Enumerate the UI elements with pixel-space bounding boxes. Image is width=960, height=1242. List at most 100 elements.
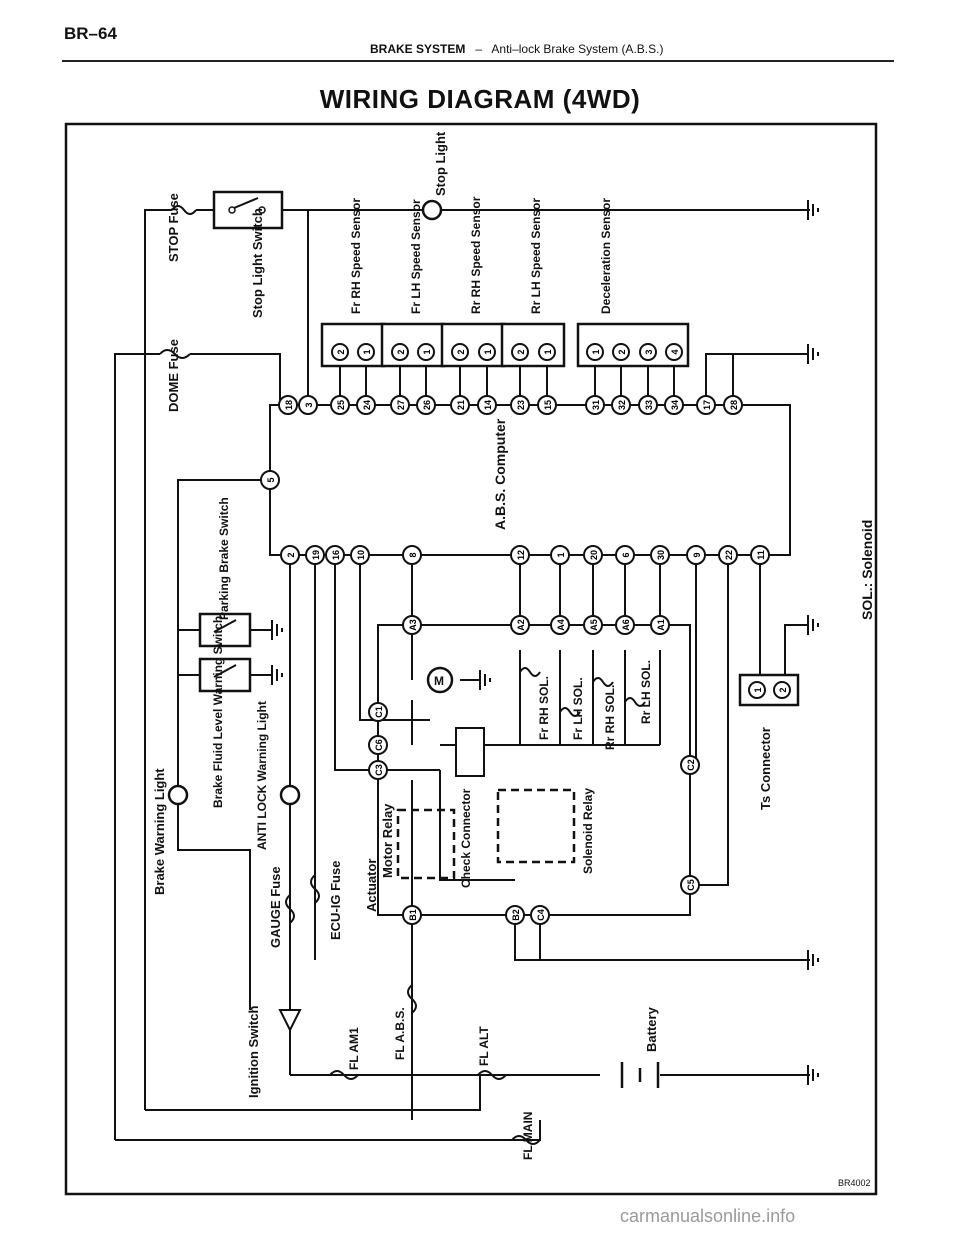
pin-label: 2 xyxy=(778,687,788,692)
coil-fr-rh xyxy=(519,667,541,677)
pin-label: 2 xyxy=(516,349,526,354)
pin-terminal: A5 xyxy=(583,615,603,635)
pin-label: A6 xyxy=(621,619,631,631)
wire-sensor-fr-lh xyxy=(399,366,427,400)
pin-circle xyxy=(583,615,603,635)
pin-terminal: A2 xyxy=(510,615,530,635)
wire-ground-mid xyxy=(807,344,819,364)
pin-circle xyxy=(696,395,716,415)
label-battery: Battery xyxy=(644,1006,659,1052)
pin-terminal: 21 xyxy=(450,395,470,415)
pin-label: 32 xyxy=(617,400,627,410)
wire-ground-switch1 xyxy=(271,620,283,640)
pin-circle xyxy=(586,343,604,361)
solenoid-relay-box xyxy=(496,788,576,864)
pin-terminal: 6 xyxy=(615,545,635,565)
pin-circle xyxy=(639,343,657,361)
pin-circle xyxy=(451,343,469,361)
pin-terminal: 30 xyxy=(650,545,670,565)
pin-circle xyxy=(550,545,570,565)
page-title: WIRING DIAGRAM (4WD) xyxy=(319,84,641,114)
pin-terminal: 19 xyxy=(305,545,325,565)
dome-fuse-symbol xyxy=(159,349,191,359)
pin-label: 1 xyxy=(422,349,432,354)
label-ignition-switch: Ignition Switch xyxy=(246,1006,261,1098)
pin-terminal: A3 xyxy=(402,615,422,635)
watermark: carmanualsonline.info xyxy=(620,1206,796,1226)
stop-switch-contact xyxy=(258,206,266,214)
label-brake-warning-light: Brake Warning Light xyxy=(152,768,167,895)
pin-circle xyxy=(530,905,550,925)
pin-circle xyxy=(538,343,556,361)
wire-decel xyxy=(594,366,675,400)
pin-label: 14 xyxy=(483,400,493,410)
pin-circle xyxy=(612,343,630,361)
pin-circle xyxy=(402,615,422,635)
pin-terminal: 4 xyxy=(665,343,683,361)
pin-label: 16 xyxy=(331,550,341,560)
pin-circle xyxy=(748,681,766,699)
label-stop-fuse: STOP Fuse xyxy=(166,193,181,262)
pin-label: 3 xyxy=(304,402,314,407)
motor-relay-box xyxy=(396,808,456,880)
pin-terminal: 14 xyxy=(477,395,497,415)
stop-fuse-symbol xyxy=(171,205,197,215)
gauge-fuse-symbol xyxy=(285,894,295,924)
label-motor: M xyxy=(434,674,444,688)
wire-ground-batt xyxy=(807,1065,819,1085)
pin-terminal: 28 xyxy=(723,395,743,415)
pin-terminal: A6 xyxy=(615,615,635,635)
wire-dome-main xyxy=(190,353,281,400)
pin-circle xyxy=(680,755,700,775)
pin-terminal: 1 xyxy=(586,343,604,361)
wire-sol-bus xyxy=(519,650,661,745)
label-brake-fluid-switch: Brake Fluid Level Warning Switch xyxy=(211,616,225,808)
pin-circle xyxy=(615,545,635,565)
pin-circle xyxy=(537,395,557,415)
pin-terminal: 11 xyxy=(750,545,770,565)
pin-label: 22 xyxy=(724,550,734,560)
pump-motor xyxy=(426,666,454,694)
pin-label: A3 xyxy=(408,619,418,631)
fluid-switch-blade xyxy=(213,664,237,678)
wire-fl-alt xyxy=(145,1075,481,1111)
pin-terminal: 27 xyxy=(390,395,410,415)
pin-circle xyxy=(510,615,530,635)
pin-terminal: 2 xyxy=(391,343,409,361)
pin-terminal: 18 xyxy=(278,395,298,415)
pin-circle xyxy=(368,760,388,780)
labels-layer: STOP Fuse Stop Light Switch Stop Light F… xyxy=(152,131,875,1160)
pin-label: C3 xyxy=(374,764,384,776)
pin-circle xyxy=(357,343,375,361)
pin-terminal: 1 xyxy=(478,343,496,361)
page-number: BR–64 xyxy=(64,24,117,43)
fr-rh-sensor-box xyxy=(320,322,386,368)
label-fl-abs: FL A.B.S. xyxy=(393,1007,407,1060)
pin-circle xyxy=(450,395,470,415)
header-rule xyxy=(62,60,894,62)
pin-circle xyxy=(718,545,738,565)
section-title: BRAKE SYSTEM xyxy=(370,42,466,56)
pin-terminal: 31 xyxy=(585,395,605,415)
pin-label: A5 xyxy=(589,619,599,631)
label-ecu-ig-fuse: ECU-IG Fuse xyxy=(328,861,343,940)
pin-label: 3 xyxy=(644,349,654,354)
pin-label: 8 xyxy=(408,552,418,557)
label-stop-light: Stop Light xyxy=(433,131,448,196)
pin-circle xyxy=(611,395,631,415)
pin-label: 1 xyxy=(556,552,566,557)
pin-circle xyxy=(650,545,670,565)
wire-pin10 xyxy=(359,560,430,721)
pin-circle xyxy=(665,343,683,361)
fl-am1-symbol xyxy=(329,1070,359,1080)
pin-label: B1 xyxy=(408,909,418,921)
antilock-warning-lamp xyxy=(279,784,301,806)
pin-label: 33 xyxy=(644,400,654,410)
label-parking-brake-switch: Parking Brake Switch xyxy=(217,497,231,620)
pin-label: 24 xyxy=(362,400,372,410)
rr-rh-sensor-box xyxy=(440,322,506,368)
pin-terminal: 8 xyxy=(402,545,422,565)
pin-terminal: B1 xyxy=(402,905,422,925)
pin-terminal: 22 xyxy=(718,545,738,565)
